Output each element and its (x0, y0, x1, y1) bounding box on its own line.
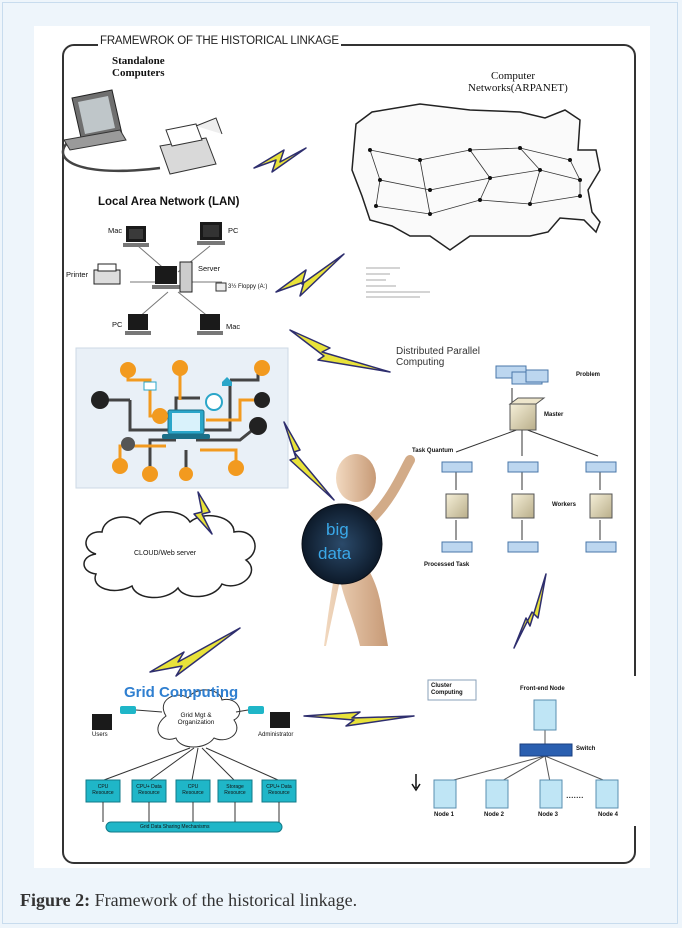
task-boxes (441, 365, 617, 553)
lan-pc-bottom-label: PC (112, 320, 123, 329)
framework-title: FRAMEWROK OF THE HISTORICAL LINKAGE (98, 35, 341, 47)
lan-mac-top-label: Mac (108, 226, 123, 235)
caption-label: Figure 2: (20, 890, 91, 910)
grid-resource-4: Storage Resource (224, 784, 246, 796)
grid-center-label: Grid Mgt & Organization (177, 712, 215, 726)
distributed-title: Distributed Parallel Computing (396, 346, 480, 368)
lan-pc-top-icon (197, 222, 225, 245)
cluster-switch-label: Switch (576, 746, 596, 752)
distributed-processed-label: Processed Task (424, 562, 470, 568)
distributed-master-label: Master (544, 412, 564, 418)
lightning-bolts (149, 147, 547, 727)
lan-server-label: Server (198, 264, 221, 273)
grid-diagram (85, 689, 297, 833)
arpanet-title: Computer Networks(ARPANET) (468, 70, 568, 94)
cluster-node-3: Node 3 (538, 812, 559, 818)
lan-pc-bottom-icon (125, 314, 151, 335)
master-server-icon (508, 397, 546, 431)
switch-icon (519, 743, 573, 757)
grid-users-label: Users (92, 732, 108, 738)
figure-caption: Figure 2: Framework of the historical li… (20, 890, 357, 911)
grid-resource-3: CPU Resource (182, 784, 204, 796)
caption-text: Framework of the historical linkage. (90, 890, 358, 910)
standalone-computer-icon (61, 89, 161, 173)
printer-icon (159, 117, 223, 175)
grid-resource-1: CPU Resource (92, 784, 114, 796)
cluster-node-4: Node 4 (598, 812, 619, 818)
down-arrow-icon (411, 774, 421, 792)
front-end-node-icon (533, 699, 557, 731)
bigdata-big: big (326, 520, 349, 539)
standalone-title: Standalone Computers (112, 55, 165, 79)
lan-pc-top-label: PC (228, 226, 239, 235)
lan-title: Local Area Network (LAN) (98, 196, 240, 208)
grid-bus-label: Grid Data Sharing Mechanisms (140, 824, 210, 830)
laptop-icon (162, 409, 210, 439)
cluster-node-1: Node 1 (434, 812, 455, 818)
distributed-workers-label: Workers (552, 502, 576, 508)
bigdata-globe (301, 503, 383, 585)
lan-server-icon (152, 261, 193, 293)
lan-mac-bottom-icon (197, 314, 223, 335)
lan-mac-bottom-label: Mac (226, 322, 241, 331)
lan-printer-icon (93, 263, 121, 285)
grid-admin-label: Administrator (258, 732, 294, 738)
bigdata-data: data (318, 544, 352, 563)
grid-resource-2: CPU+ Data Resource (136, 784, 162, 796)
distributed-tree (455, 388, 601, 540)
distributed-task-quantum-label: Task Quantum (412, 448, 454, 454)
grid-title: Grid Computing (124, 684, 239, 701)
lan-printer-label: Printer (66, 270, 89, 279)
grid-resource-5: CPU+ Data Resource (266, 784, 292, 796)
cluster-frontend-label: Front-end Node (520, 686, 565, 692)
cluster-ellipsis: ....... (566, 790, 584, 801)
cluster-node-icons (433, 779, 619, 809)
cluster-title: Cluster Computing (431, 683, 463, 696)
distributed-problem-label: Problem (576, 372, 601, 378)
worker-server-icons (445, 493, 613, 519)
lan-floppy-label: 3½ Floppy (A:) (228, 284, 268, 290)
lan-mac-top-icon (123, 226, 149, 247)
iot-device-icons (91, 360, 270, 482)
framework-border (62, 44, 636, 864)
cluster-diagram (445, 730, 609, 783)
arpanet-map (351, 103, 601, 298)
lan-floppy-icon (215, 282, 227, 292)
cluster-title-box (427, 679, 477, 701)
cloud-label: CLOUD/Web server (134, 550, 197, 557)
cluster-node-2: Node 2 (484, 812, 505, 818)
